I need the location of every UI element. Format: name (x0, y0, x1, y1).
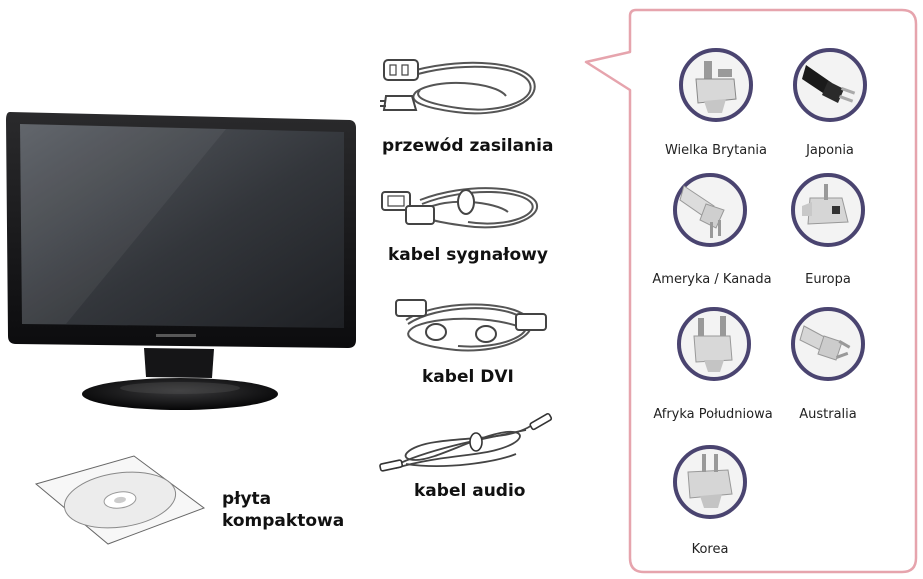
plug-panel (584, 8, 918, 574)
uk-plug-icon (679, 48, 753, 122)
cd-label-line2: kompaktowa (222, 511, 345, 531)
signal-cable-label: kabel sygnałowy (388, 245, 548, 265)
korea-plug-icon (673, 445, 747, 519)
europe-plug-icon (791, 173, 865, 247)
plug-label-europe: Europa (805, 272, 851, 287)
south-africa-plug-icon (677, 307, 751, 381)
plug-label-korea: Korea (691, 542, 729, 557)
cd-label: płyta kompaktowa (222, 488, 345, 532)
plug-label-south-africa: Afryka Południowa (653, 407, 773, 422)
signal-cable-illustration (381, 187, 539, 229)
australia-plug-icon (791, 307, 865, 381)
plug-label-us-canada: Ameryka / Kanada (652, 272, 772, 287)
monitor-illustration (6, 112, 356, 410)
dvi-cable-label: kabel DVI (422, 367, 514, 387)
audio-cable-illustration (379, 412, 553, 472)
us-canada-plug-icon (673, 173, 747, 247)
cd-illustration (34, 455, 206, 545)
audio-cable-label: kabel audio (414, 481, 526, 501)
plug-label-uk: Wielka Brytania (664, 143, 768, 158)
dvi-cable-illustration (395, 299, 547, 352)
power-cable-illustration (380, 59, 536, 115)
power-cable-label: przewód zasilania (382, 136, 554, 156)
plug-label-japan: Japonia (806, 143, 854, 158)
cd-label-line1: płyta (222, 489, 272, 509)
plug-label-australia: Australia (799, 407, 857, 422)
japan-plug-icon (793, 48, 867, 122)
